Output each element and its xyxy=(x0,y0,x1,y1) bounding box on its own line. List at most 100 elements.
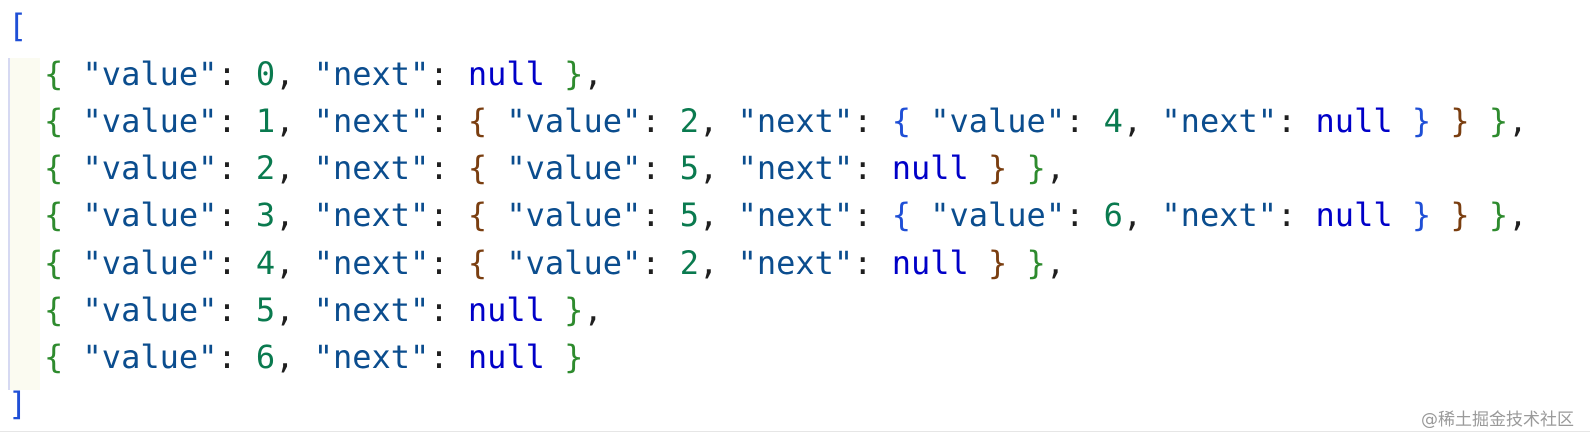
json-number: 0 xyxy=(255,55,276,93)
code-line-4: { "value": 3, "next": { "value": 5, "nex… xyxy=(44,191,1527,239)
json-punctuation: : xyxy=(217,338,237,376)
json-punctuation: : xyxy=(429,55,449,93)
json-punctuation: : xyxy=(1065,196,1085,234)
watermark: @稀土掘金技术社区 xyxy=(1421,410,1574,430)
json-punctuation: : xyxy=(429,149,449,187)
json-key: "next" xyxy=(737,244,854,282)
json-key: "next" xyxy=(313,149,430,187)
json-key: "next" xyxy=(1161,102,1277,140)
code-line-3: { "value": 2, "next": { "value": 5, "nex… xyxy=(44,144,1065,192)
json-key: "value" xyxy=(82,244,218,282)
json-brace: } xyxy=(1488,196,1509,234)
json-key: "next" xyxy=(313,291,430,329)
json-brace: } xyxy=(1450,102,1470,140)
json-key: "value" xyxy=(82,55,218,93)
json-key: "value" xyxy=(82,149,218,187)
json-brace: } xyxy=(564,55,584,93)
json-key: "next" xyxy=(313,196,430,234)
json-punctuation: , xyxy=(1122,196,1143,234)
json-punctuation: : xyxy=(853,149,873,187)
json-punctuation: , xyxy=(699,102,719,140)
json-number: 1 xyxy=(255,102,276,140)
json-number: 2 xyxy=(255,149,276,187)
json-key: "value" xyxy=(930,102,1066,140)
json-brace: } xyxy=(1411,196,1432,234)
json-punctuation: , xyxy=(275,196,295,234)
json-number: 5 xyxy=(255,291,276,329)
json-brace: { xyxy=(44,149,64,187)
json-punctuation: : xyxy=(1277,196,1297,234)
json-punctuation: , xyxy=(583,55,603,93)
json-brace: { xyxy=(44,291,64,329)
json-punctuation: : xyxy=(217,102,237,140)
json-brace: } xyxy=(988,244,1008,282)
json-brace: { xyxy=(467,102,488,140)
code-line-7: { "value": 6, "next": null } xyxy=(44,333,583,381)
json-brace: } xyxy=(1450,196,1470,234)
json-brace: } xyxy=(1026,244,1046,282)
json-punctuation: : xyxy=(429,291,449,329)
json-punctuation: , xyxy=(699,149,719,187)
json-key: "value" xyxy=(82,291,218,329)
json-punctuation: : xyxy=(1277,102,1297,140)
json-brace: { xyxy=(891,102,911,140)
json-null: null xyxy=(1315,102,1393,140)
json-key: "value" xyxy=(506,149,642,187)
json-punctuation: , xyxy=(1045,149,1066,187)
divider xyxy=(0,431,1590,432)
json-number: 6 xyxy=(255,338,276,376)
json-punctuation: , xyxy=(275,291,295,329)
json-punctuation: , xyxy=(275,338,295,376)
json-key: "value" xyxy=(506,102,642,140)
json-brace: { xyxy=(44,55,64,93)
json-punctuation: : xyxy=(217,291,237,329)
json-key: "value" xyxy=(82,338,218,376)
json-key: "next" xyxy=(1161,196,1277,234)
json-brace: { xyxy=(467,149,488,187)
json-brace: { xyxy=(44,338,64,376)
json-punctuation: : xyxy=(429,102,449,140)
json-punctuation: , xyxy=(275,149,295,187)
json-brace: } xyxy=(564,338,584,376)
json-punctuation: , xyxy=(1508,102,1528,140)
json-number: 4 xyxy=(255,244,276,282)
code-line-2: { "value": 1, "next": { "value": 2, "nex… xyxy=(44,97,1527,145)
json-punctuation: : xyxy=(217,196,237,234)
json-punctuation: , xyxy=(275,55,295,93)
json-punctuation: , xyxy=(583,291,603,329)
json-number: 2 xyxy=(679,244,700,282)
json-key: "value" xyxy=(82,196,218,234)
json-punctuation: , xyxy=(699,196,719,234)
json-null: null xyxy=(1315,196,1393,234)
code-line-6: { "value": 5, "next": null }, xyxy=(44,286,603,334)
json-brace: } xyxy=(988,149,1008,187)
json-punctuation: : xyxy=(429,244,449,282)
json-brace: } xyxy=(1026,149,1046,187)
json-brace: { xyxy=(467,244,488,282)
json-brace: } xyxy=(1411,102,1432,140)
json-brace: } xyxy=(564,291,584,329)
json-null: null xyxy=(467,338,545,376)
json-punctuation: : xyxy=(853,244,873,282)
json-punctuation: , xyxy=(1045,244,1066,282)
json-punctuation: : xyxy=(641,149,661,187)
json-key: "next" xyxy=(313,102,430,140)
indent-guide xyxy=(8,58,40,390)
json-key: "value" xyxy=(506,196,642,234)
json-brace: { xyxy=(44,196,64,234)
json-key: "next" xyxy=(313,55,430,93)
json-brace: { xyxy=(44,244,64,282)
json-null: null xyxy=(467,291,545,329)
code-line-1: { "value": 0, "next": null }, xyxy=(44,50,603,98)
json-punctuation: : xyxy=(217,149,237,187)
json-key: "next" xyxy=(737,149,854,187)
json-punctuation: : xyxy=(853,102,873,140)
json-brace: { xyxy=(467,196,488,234)
json-brace: } xyxy=(1488,102,1509,140)
json-punctuation: : xyxy=(641,102,661,140)
json-number: 4 xyxy=(1103,102,1123,140)
array-close-bracket: ] xyxy=(8,385,28,423)
json-null: null xyxy=(467,55,545,93)
json-brace: { xyxy=(891,196,911,234)
